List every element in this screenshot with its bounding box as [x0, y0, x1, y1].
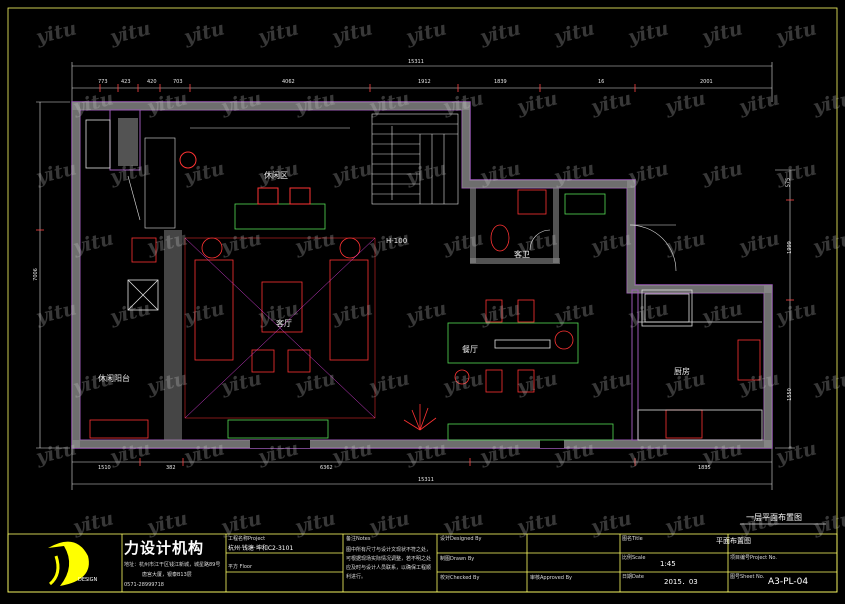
dimension-top-segment: 4062 — [282, 79, 295, 85]
dimension-top-segment: 773 — [98, 79, 108, 85]
dimension-top-segment: 1839 — [494, 79, 507, 85]
sheet-title: 一层平面布置图 — [746, 513, 802, 522]
dimension-bottom-segment: 1835 — [698, 465, 711, 471]
dimension-top-segment: 1912 — [418, 79, 431, 85]
dimension-top-segment: 703 — [173, 79, 183, 85]
sheet-frame — [7, 7, 838, 593]
notes-label: 备注Notes — [346, 536, 371, 542]
living-room-furniture — [184, 237, 376, 439]
approved-label: 审核Approved By — [530, 575, 572, 581]
kitchen-fixtures — [637, 289, 763, 441]
drawing-title-label: 图名Title — [622, 536, 643, 542]
room-label-dining-room: 餐厅 — [462, 345, 478, 354]
sheet-no-label: 图号Sheet No. — [730, 574, 765, 580]
company-phone: 0571-28999718 — [124, 582, 164, 588]
checked-label: 校对Checked By — [440, 575, 480, 581]
balcony-fixtures — [85, 119, 159, 439]
room-label-guest-wc: 客卫 — [514, 250, 530, 259]
notes-text: 图中所有尺寸与设计文现状不符之处，可根据现场实际情况调整，若不明之处应及时与设计… — [346, 547, 432, 580]
dimension-bottom-segment: 382 — [166, 465, 176, 471]
company-logo-icon — [48, 541, 89, 586]
walls — [71, 101, 773, 449]
dimension-lines — [36, 62, 795, 490]
drawing-title-value: 平面布置图 — [716, 537, 751, 545]
company-address-line2: 唐宫大厦，银泰B13层 — [142, 572, 192, 578]
date-value: 2015．03 — [664, 578, 698, 586]
dimension-bottom-segment: 1510 — [98, 465, 111, 471]
company-name: 力设计机构 — [124, 539, 205, 557]
room-label-kitchen: 厨房 — [674, 367, 690, 376]
room-label-leisure-area: 休闲区 — [264, 171, 288, 180]
designer-label: 设计Designed By — [440, 536, 482, 542]
project-no-label: 项目编号Project No. — [730, 555, 777, 561]
dimension-left-height: 7006 — [32, 268, 39, 281]
stair-level-label: H-100 — [386, 237, 408, 245]
room-label-leisure-balcony: 休闲阳台 — [98, 374, 130, 383]
dimension-top-segment: 2001 — [700, 79, 713, 85]
project-label: 工程名称Project — [228, 536, 266, 542]
dimension-top-segment: 420 — [147, 79, 157, 85]
dimension-top-segment: 423 — [121, 79, 131, 85]
dimension-right-segment: 1999 — [786, 241, 793, 254]
dimension-right-segment: 1550 — [786, 388, 793, 401]
dimension-right-segment: 575 — [785, 177, 792, 188]
dimension-bottom-total: 15311 — [418, 477, 434, 483]
scale-value: 1:45 — [660, 560, 676, 568]
sheet-no-value: A3-PL-04 — [768, 577, 809, 587]
dimension-ticks — [36, 84, 794, 466]
dining-room-furniture — [447, 299, 614, 441]
staircase — [371, 113, 459, 205]
dimension-top-total: 15311 — [408, 59, 424, 65]
door-swings — [127, 175, 677, 272]
drawn-label: 制图Drawn By — [440, 556, 475, 562]
dimension-top-segment: 16 — [598, 79, 605, 85]
area-label: 平方 Floor — [228, 564, 253, 570]
dimension-bottom-segment: 6362 — [320, 465, 333, 471]
date-label: 日期Date — [622, 574, 644, 580]
scale-label: 比例Scale — [622, 555, 646, 561]
guest-wc-fixtures — [490, 189, 606, 252]
room-label-living-room: 客厅 — [276, 319, 292, 328]
project-value: 杭州·钱塘·坤和C2-3101 — [228, 545, 294, 552]
decorative-plant — [403, 404, 437, 431]
logo-label: DESIGN — [78, 577, 98, 583]
leisure-area-furniture — [144, 127, 350, 230]
company-address-line1: 地址：杭州市江干区钱江新城，城星路89号 — [124, 562, 221, 568]
